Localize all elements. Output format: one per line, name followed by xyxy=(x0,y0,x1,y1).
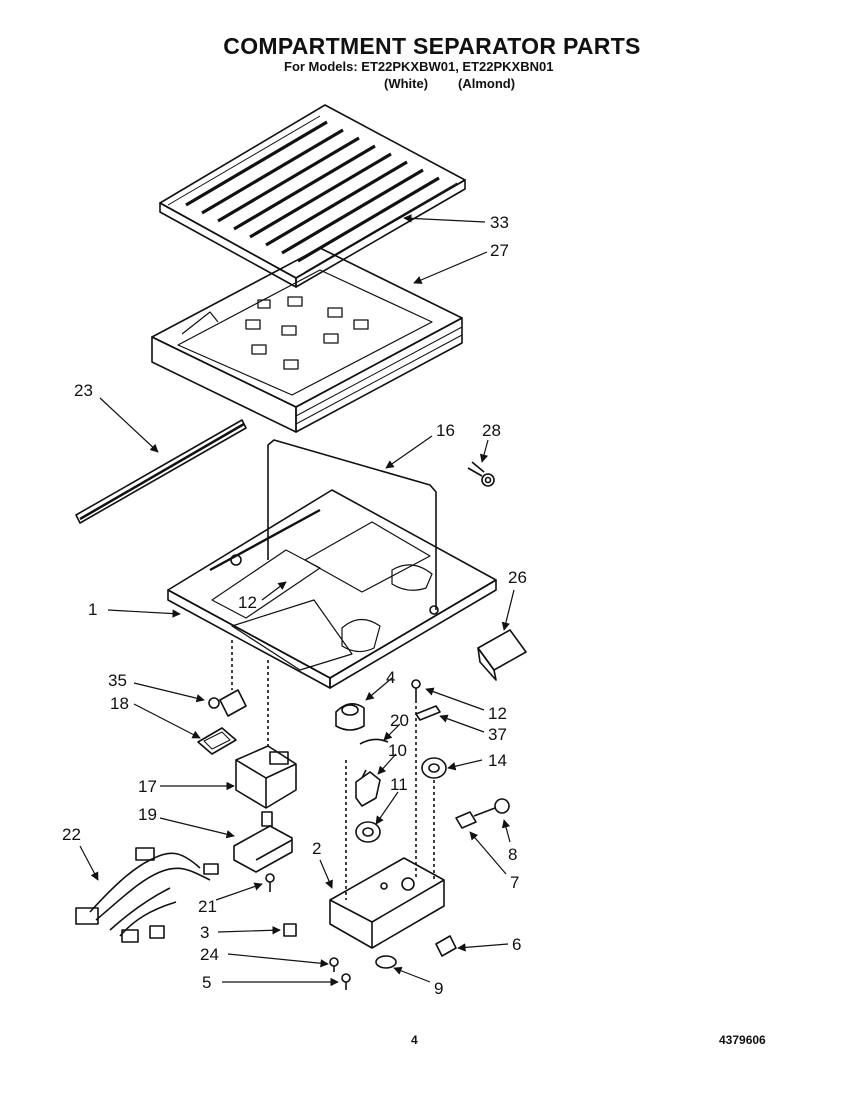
part-33-grille xyxy=(159,104,466,288)
callout-12-lower: 12 xyxy=(488,704,507,723)
part-20-spring xyxy=(359,738,389,745)
callout-35: 35 xyxy=(108,671,127,690)
part-12-screw xyxy=(411,679,421,700)
part-14-ring xyxy=(421,757,447,779)
callout-5: 5 xyxy=(202,973,211,992)
callout-6: 6 xyxy=(512,935,521,954)
part-26-wedge xyxy=(477,629,527,681)
part-2-housing xyxy=(329,700,445,949)
page-title: COMPARTMENT SEPARATOR PARTS xyxy=(223,33,641,59)
callout-4: 4 xyxy=(386,668,395,687)
variant-white-label: (White) xyxy=(384,76,429,91)
part-6-connector xyxy=(435,935,457,957)
part-17-housing xyxy=(231,640,297,809)
callout-37: 37 xyxy=(488,725,507,744)
callout-28: 28 xyxy=(482,421,501,440)
part-11-grommet xyxy=(355,821,381,843)
callout-1: 1 xyxy=(88,600,97,619)
callout-17: 17 xyxy=(138,777,157,796)
part-4-knob xyxy=(335,703,365,731)
variant-almond-label: (Almond) xyxy=(458,76,516,91)
callout-18: 18 xyxy=(110,694,129,713)
part-27-frame xyxy=(151,247,463,433)
part-8-lamp xyxy=(473,798,510,817)
callout-16: 16 xyxy=(436,421,455,440)
models-line: For Models: ET22PKXBW01, ET22PKXBN01 xyxy=(284,59,554,74)
part-23-strip xyxy=(75,419,247,524)
part-7-bracket xyxy=(455,811,477,829)
page-number: 4 xyxy=(411,1033,418,1047)
part-16-wire xyxy=(267,439,437,610)
part-18-gasket xyxy=(197,727,237,755)
callout-7: 7 xyxy=(510,873,519,892)
callout-24: 24 xyxy=(200,945,219,964)
part-3-clip xyxy=(283,923,297,937)
callout-27: 27 xyxy=(490,241,509,260)
callout-33: 33 xyxy=(490,213,509,232)
callout-12-upper: 12 xyxy=(238,593,257,612)
callout-23: 23 xyxy=(74,381,93,400)
callout-26: 26 xyxy=(508,568,527,587)
part-28-clip xyxy=(467,461,495,487)
part-19-bracket xyxy=(233,811,293,873)
part-22-harness xyxy=(75,847,219,943)
callout-19: 19 xyxy=(138,805,157,824)
part-9-grommet xyxy=(375,955,397,969)
callout-14: 14 xyxy=(488,751,507,770)
part-21-screw xyxy=(265,873,275,892)
callout-21: 21 xyxy=(198,897,217,916)
callout-2: 2 xyxy=(312,839,321,858)
callout-22: 22 xyxy=(62,825,81,844)
part-24-screw xyxy=(329,957,339,972)
callout-8: 8 xyxy=(508,845,517,864)
document-number: 4379606 xyxy=(719,1033,766,1047)
part-1-separator-panel xyxy=(167,489,497,689)
callout-20: 20 xyxy=(390,711,409,730)
part-37-clip xyxy=(415,705,441,721)
part-5-screw xyxy=(341,973,351,990)
callout-3: 3 xyxy=(200,923,209,942)
callout-10: 10 xyxy=(388,741,407,760)
callout-9: 9 xyxy=(434,979,443,998)
callout-11: 11 xyxy=(390,775,408,794)
part-35-clip xyxy=(208,689,247,717)
part-10-switch xyxy=(355,769,381,807)
